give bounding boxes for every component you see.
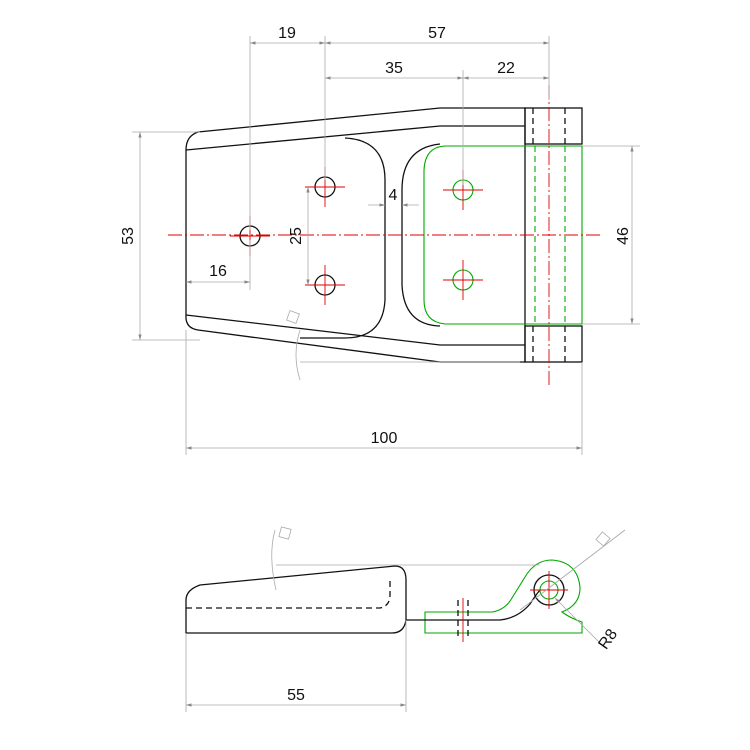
dim-55-label: 55 xyxy=(287,687,305,704)
top-plate-bend-top xyxy=(185,125,525,151)
knuckle-tab-bottom xyxy=(524,325,583,363)
dim-25-label: 25 xyxy=(288,227,305,245)
side-leaf-outline xyxy=(185,565,407,634)
dim-35-label: 35 xyxy=(385,60,403,77)
top-plate-bend-bottom xyxy=(185,314,525,346)
knuckle-tab-top xyxy=(524,107,583,145)
left-cutout xyxy=(300,137,386,339)
dim-4-label: 4 xyxy=(389,187,398,204)
dim-19-label: 19 xyxy=(278,25,296,42)
top-plate-outline xyxy=(185,107,526,363)
dim-16-label: 16 xyxy=(209,263,227,280)
dim-57-label: 57 xyxy=(428,25,446,42)
taper-angle-box xyxy=(286,310,300,324)
dim-46-label: 46 xyxy=(615,227,632,245)
side-knuckle-outline xyxy=(406,589,541,621)
mating-leaf xyxy=(423,145,583,325)
dim-100-label: 100 xyxy=(371,430,398,447)
side-angle-box-right xyxy=(595,531,611,547)
right-cutout xyxy=(401,143,441,327)
dim-r8-label: R8 xyxy=(595,626,621,653)
side-angle-box-left xyxy=(278,526,292,540)
dim-22-label: 22 xyxy=(497,60,515,77)
top-view: 19 57 35 22 4 53 25 16 46 10 xyxy=(120,25,640,455)
dim-53-label: 53 xyxy=(120,227,137,245)
side-mating-leaf-outline xyxy=(424,559,583,634)
side-view: R8 55 xyxy=(185,526,626,712)
